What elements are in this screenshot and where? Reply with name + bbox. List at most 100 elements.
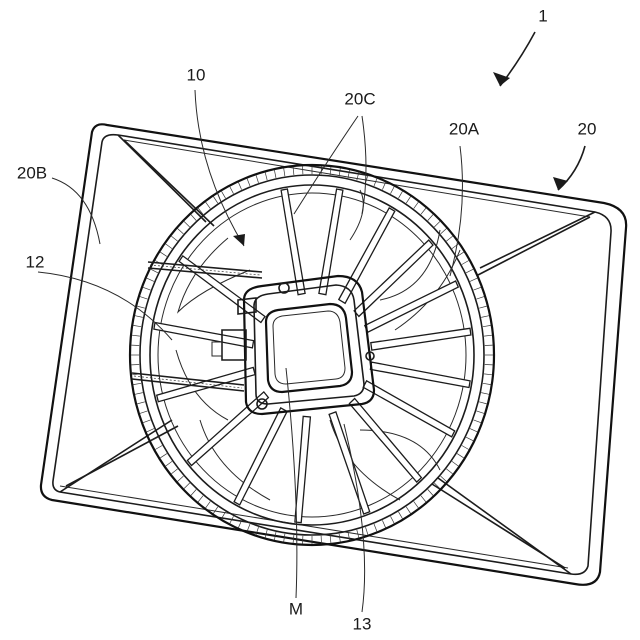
ring-hatch-line	[274, 170, 276, 178]
ring-hatch-line	[206, 202, 211, 209]
label-20: 20	[578, 119, 597, 138]
ring-hatch-line	[477, 411, 485, 414]
ring-hatch-line	[470, 278, 477, 281]
ring-hatch-line	[171, 469, 177, 474]
ring-hatch-line	[466, 437, 473, 441]
ring-hatch-line	[140, 411, 148, 414]
stay-spoke	[371, 328, 471, 350]
ring-hatch-line	[462, 446, 469, 450]
label-12: 12	[26, 252, 45, 271]
ring-hatch-line	[206, 501, 211, 508]
ring-hatch-line	[428, 490, 433, 496]
ring-hatch-line	[135, 393, 143, 395]
ring-hatch-line	[391, 516, 395, 523]
ring-hatch-line	[147, 278, 154, 281]
ring-hatch-line	[477, 297, 485, 300]
ring-hatch-line	[166, 244, 172, 249]
ring-hatch-line	[222, 191, 226, 198]
motor-M	[266, 304, 352, 392]
ring-hatch-line	[474, 420, 482, 423]
ring-hatch-line	[133, 383, 141, 384]
reference-labels: 1 20 20A 20B 20C 10 12 M 13	[17, 6, 597, 633]
stay-spoke	[187, 392, 268, 466]
label-1: 1	[538, 6, 547, 25]
label-10: 10	[187, 65, 206, 84]
ring-hatch-line	[374, 179, 377, 186]
ring-hatch-line	[479, 306, 487, 308]
ring-hatch-line	[406, 197, 410, 204]
ring-hatch-line	[293, 535, 294, 543]
stay-spoke	[154, 323, 254, 348]
ring-hatch-line	[366, 527, 368, 535]
ring-hatch-line	[213, 507, 217, 514]
ring-hatch-line	[452, 461, 458, 466]
ring-hatch-line	[382, 520, 385, 527]
ring-hatch-line	[470, 429, 477, 432]
stays	[154, 189, 471, 523]
ring-hatch-line	[462, 261, 469, 265]
ring-hatch-line	[428, 215, 433, 221]
ring-hatch-line	[339, 168, 340, 176]
ring-hatch-line	[446, 236, 452, 241]
ring-hatch-line	[421, 208, 426, 214]
ring-hatch-line	[391, 187, 395, 194]
ring-hatch-line	[151, 437, 158, 441]
ring-hatch-line	[230, 187, 234, 194]
ring-hatch-line	[137, 402, 145, 404]
ring-hatch-line	[484, 335, 492, 336]
ring-hatch-line	[135, 316, 143, 318]
ring-hatch-line	[191, 490, 196, 496]
ring-hatch-line	[178, 229, 184, 234]
ring-hatch-line	[171, 236, 177, 241]
ring-hatch-line	[483, 383, 491, 384]
ring-hatch-line	[184, 221, 190, 227]
ring-hatch-line	[238, 182, 241, 189]
ring-hatch-line	[434, 221, 440, 227]
ring-hatch-line	[143, 420, 151, 423]
ring-hatch-line	[457, 454, 464, 458]
label-M: M	[289, 599, 303, 618]
ring-hatching	[131, 166, 493, 544]
ring-hatch-line	[137, 306, 145, 308]
ring-hatch-line	[446, 469, 452, 474]
ring-hatch-line	[481, 393, 489, 395]
ring-hatch-line	[466, 269, 473, 273]
stay-spoke	[281, 189, 305, 295]
fan-ring	[130, 165, 494, 545]
ring-hatch-line	[198, 496, 203, 502]
ring-hatch-line	[133, 325, 141, 326]
ring-hatch-line	[155, 446, 162, 450]
ring-hatch-line	[143, 287, 151, 290]
stay-spoke	[329, 412, 370, 514]
ring-hatch-line	[140, 297, 148, 300]
stay-spoke	[295, 416, 311, 522]
label-20C: 20C	[344, 89, 375, 108]
ring-hatch-line	[160, 252, 167, 256]
ring-hatch-line	[483, 325, 491, 326]
ring-hatch-line	[474, 287, 482, 290]
arrow-head-10	[233, 234, 245, 246]
ring-hatch-line	[406, 507, 410, 514]
ring-hatch-line	[191, 215, 196, 221]
ring-hatch-line	[256, 175, 258, 183]
ring-hatch-line	[184, 483, 190, 489]
ring-hatch-line	[284, 168, 285, 176]
ring-hatch-line	[481, 316, 489, 318]
arrow-head-1	[493, 72, 510, 86]
ring-hatch-line	[247, 179, 250, 186]
ring-hatch-line	[213, 197, 217, 204]
ring-hatch-line	[414, 501, 419, 508]
ring-hatch-line	[374, 524, 377, 531]
ring-hatch-line	[441, 229, 447, 234]
ring-hatch-line	[265, 172, 267, 180]
label-13: 13	[353, 614, 372, 633]
label-20B: 20B	[17, 163, 47, 182]
ring-hatch-line	[414, 202, 419, 209]
stay-spoke	[234, 408, 287, 505]
ring-hatch-line	[399, 512, 403, 519]
ring-hatch-line	[132, 335, 140, 336]
ring-hatch-line	[178, 476, 184, 481]
ring-hatch-line	[166, 461, 172, 466]
